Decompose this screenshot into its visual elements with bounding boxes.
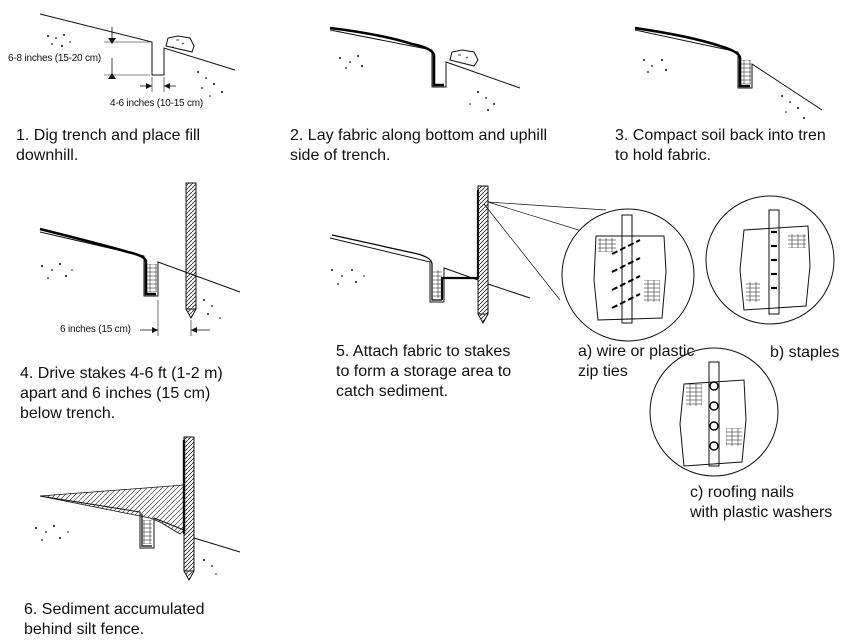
detail-a-zip-ties [561, 208, 695, 342]
panel-6-drawing [35, 436, 241, 582]
detail-b-label: b) staples [770, 344, 840, 361]
detail-a-label: a) wire or plastic zip ties [578, 343, 695, 380]
step-1-caption: 1. Dig trench and place fill downhill. [16, 127, 201, 164]
step-3-caption: 3. Compact soil back into tren to hold f… [615, 127, 826, 164]
detail-b-staples [705, 195, 835, 325]
step-2-caption: 2. Lay fabric along bottom and uphill si… [290, 127, 548, 164]
step-6-caption: 6. Sediment accumulated behind silt fenc… [24, 601, 205, 638]
stake-depth-label: 6 inches (15 cm) [60, 324, 131, 335]
panel-1-drawing [39, 13, 236, 97]
trench-width-label: 4-6 inches (10-15 cm) [110, 98, 204, 109]
panel-2-drawing [329, 26, 521, 111]
step-5-caption: 5. Attach fabric to stakes to form a sto… [336, 343, 512, 400]
detail-c-roofing-nails [649, 347, 779, 477]
panel-5-drawing [329, 185, 607, 325]
step-4-caption: 4. Drive stakes 4-6 ft (1-2 m) apart and… [20, 365, 223, 422]
panel-3-drawing [634, 26, 823, 119]
detail-c-label: c) roofing nails with plastic washers [690, 484, 833, 521]
panel-4-drawing [39, 182, 241, 336]
trench-depth-label: 6-8 inches (15-20 cm) [8, 53, 102, 64]
